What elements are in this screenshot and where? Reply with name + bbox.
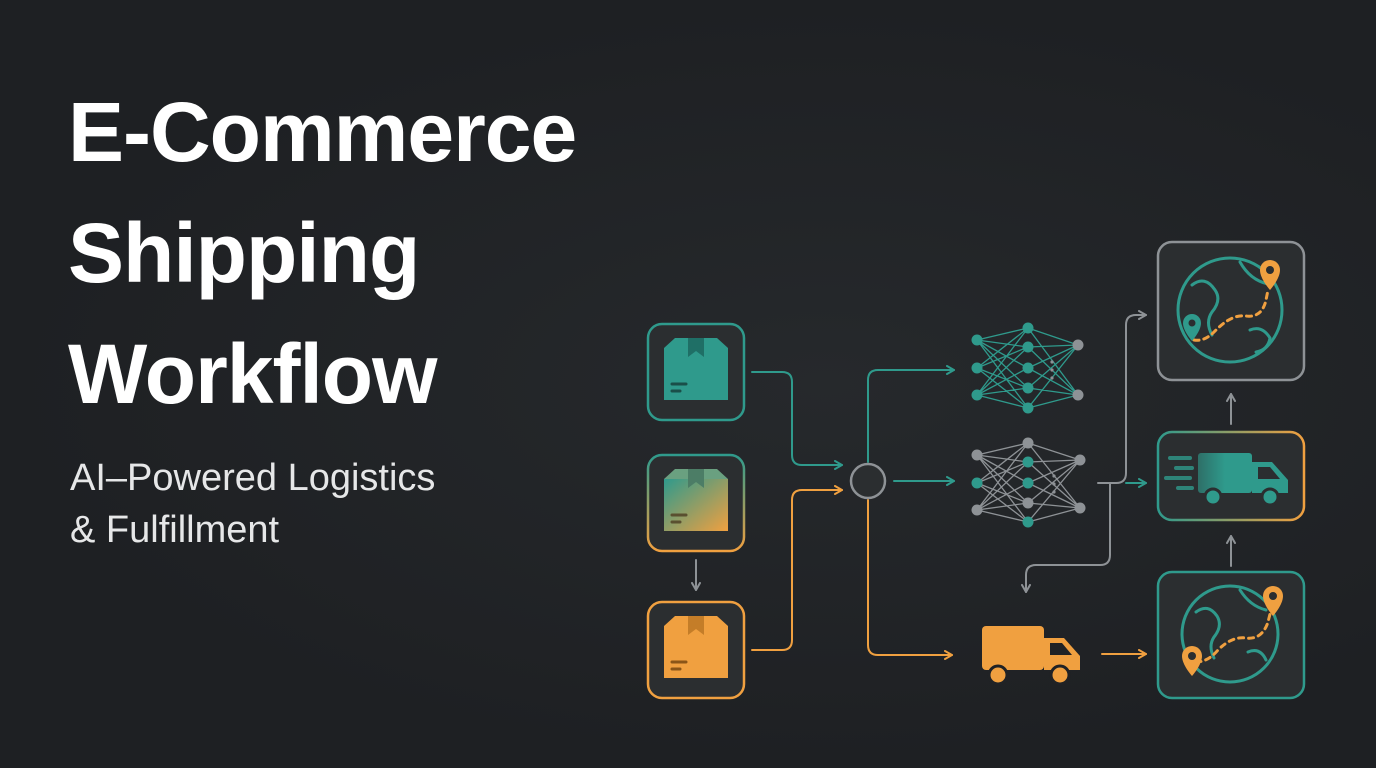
connectors xyxy=(691,310,1236,660)
subtitle-line-1: AI–Powered Logistics xyxy=(70,457,436,499)
title-line-2: Shipping xyxy=(68,206,420,300)
globe-route-top-node xyxy=(1156,240,1306,382)
package-teal-node xyxy=(646,322,746,422)
delivery-truck-orange-icon xyxy=(982,626,1080,686)
page-title: E-Commerce Shipping Workflow xyxy=(68,72,577,435)
globe-route-icon xyxy=(1180,584,1283,684)
globe-route-icon xyxy=(1176,256,1284,364)
neural-network-gray-icon xyxy=(971,437,1086,528)
subtitle-line-2: & Fulfillment xyxy=(70,509,280,551)
connector-hub-to-orange-truck xyxy=(867,499,953,660)
connector-hub-to-neural-teal xyxy=(867,365,955,463)
fast-truck-icon xyxy=(1164,453,1288,507)
title-line-1: E-Commerce xyxy=(68,85,577,179)
package-orange-node xyxy=(646,600,746,700)
subtitle: AI–Powered Logistics & Fulfillment xyxy=(70,452,435,556)
package-gradient-node xyxy=(646,453,746,553)
connector-teal-package-to-hub xyxy=(751,371,843,470)
package-icon xyxy=(664,616,728,678)
package-icon xyxy=(664,469,728,531)
connector-neural-to-top-globe xyxy=(1097,310,1147,484)
title-line-3: Workflow xyxy=(68,327,437,421)
merge-hub-node xyxy=(849,462,887,500)
package-icon xyxy=(664,338,728,400)
fast-truck-node xyxy=(1156,430,1306,522)
globe-route-bottom-node xyxy=(1156,570,1306,700)
connector-neural-loop-down xyxy=(1021,482,1111,593)
neural-network-teal-icon xyxy=(971,322,1084,414)
connector-orange-package-to-hub xyxy=(751,485,843,651)
